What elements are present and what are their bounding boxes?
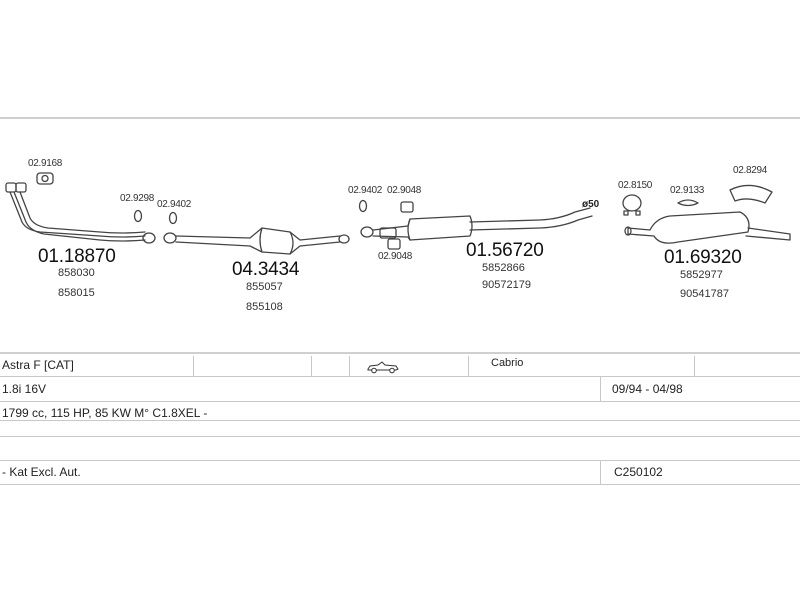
oem-number-label: 5852977 <box>680 269 723 281</box>
oem-number-label: 855057 <box>246 281 283 293</box>
oem-number-label: 858015 <box>58 287 95 299</box>
oem-number-label: 855108 <box>246 301 283 313</box>
part-ref-label: 02.9048 <box>387 185 422 196</box>
vehicle-note: - Kat Excl. Aut. <box>2 465 81 479</box>
table-row-divider <box>0 436 800 437</box>
table-row-divider <box>0 376 800 377</box>
rubber-hanger-part[interactable] <box>622 194 642 216</box>
pipe-diameter-label: ø50 <box>582 199 600 210</box>
gasket-part[interactable] <box>36 172 54 185</box>
clamp-part[interactable] <box>133 209 178 225</box>
rear-silencer-part[interactable] <box>624 211 791 244</box>
diagram-top-border <box>0 117 800 119</box>
table-column-divider <box>600 461 601 484</box>
catalytic-converter-part[interactable] <box>163 227 350 255</box>
part-ref-label: 02.9402 <box>157 199 192 210</box>
oem-number-label: 5852866 <box>482 262 525 274</box>
table-column-divider <box>193 356 194 376</box>
front-pipe-part[interactable] <box>5 182 156 244</box>
part-code-label[interactable]: 01.56720 <box>466 240 544 261</box>
table-column-divider <box>349 356 350 376</box>
vehicle-model: Astra F [CAT] <box>2 358 74 372</box>
diagram-bottom-border <box>0 352 800 354</box>
oem-number-label: 858030 <box>58 267 95 279</box>
vehicle-body-type: Cabrio <box>491 357 524 369</box>
vehicle-specs: 1799 cc, 115 HP, 85 KW M° C1.8XEL - <box>2 406 208 420</box>
table-column-divider <box>468 356 469 376</box>
mounting-strap-part[interactable] <box>677 199 699 207</box>
table-column-divider <box>600 377 601 401</box>
part-ref-label: 02.9168 <box>28 158 63 169</box>
table-row-divider <box>0 460 800 461</box>
hanger-ring-part[interactable] <box>729 184 773 204</box>
part-ref-label: 02.9133 <box>670 185 705 196</box>
middle-silencer-part[interactable] <box>360 207 593 241</box>
part-ref-label: 02.9298 <box>120 193 155 204</box>
table-column-divider <box>694 356 695 376</box>
catalog-code: C250102 <box>614 465 663 479</box>
part-ref-label: 02.8150 <box>618 180 653 191</box>
part-code-label[interactable]: 04.3434 <box>232 259 300 280</box>
part-ref-label: 02.9048 <box>378 251 413 262</box>
oem-number-label: 90541787 <box>680 288 729 300</box>
table-row-divider <box>0 401 800 402</box>
vehicle-production-period: 09/94 - 04/98 <box>612 382 683 396</box>
table-row-divider <box>0 420 800 421</box>
table-row-divider <box>0 484 800 485</box>
table-column-divider <box>311 356 312 376</box>
exhaust-diagram <box>5 172 791 255</box>
part-ref-label: 02.8294 <box>733 165 768 176</box>
oem-number-label: 90572179 <box>482 279 531 291</box>
part-code-label[interactable]: 01.69320 <box>664 247 742 268</box>
clamp-part[interactable] <box>358 199 414 250</box>
part-ref-label: 02.9402 <box>348 185 383 196</box>
convertible-car-icon <box>367 361 399 374</box>
part-code-label[interactable]: 01.18870 <box>38 246 116 267</box>
vehicle-engine: 1.8i 16V <box>2 382 47 396</box>
